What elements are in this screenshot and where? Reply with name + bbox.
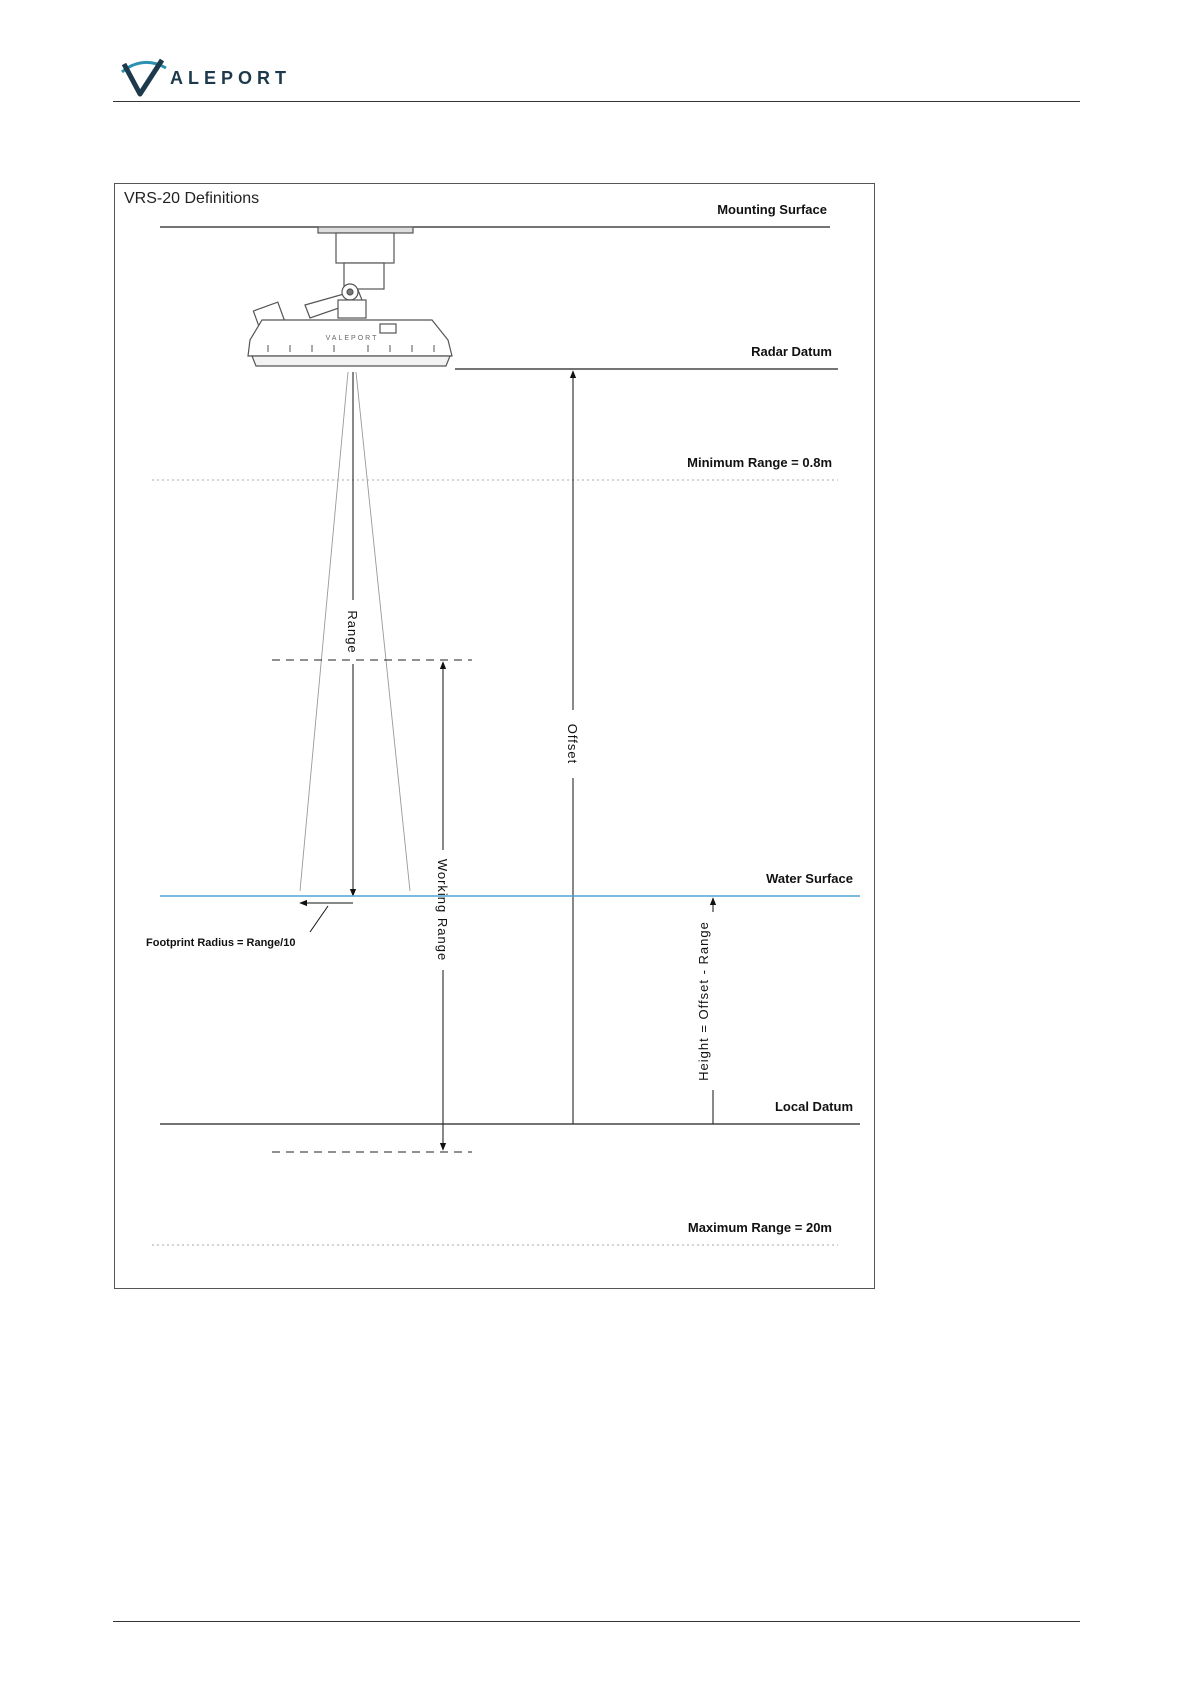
minimum-range-label: Minimum Range = 0.8m: [687, 455, 832, 470]
footprint-label: Footprint Radius = Range/10: [146, 937, 295, 949]
mount-bracket: [336, 233, 394, 263]
maximum-range-label: Maximum Range = 20m: [688, 1220, 832, 1235]
mounting-plate: [318, 227, 413, 233]
beam-left-edge: [300, 372, 348, 891]
local-datum-label: Local Datum: [775, 1099, 853, 1114]
radar-datum-label: Radar Datum: [751, 344, 832, 359]
mounting-surface-label: Mounting Surface: [717, 202, 827, 217]
range-label: Range: [345, 610, 360, 653]
footer-rule: [113, 1621, 1080, 1622]
working-range-label: Working Range: [435, 859, 450, 961]
radar-sensor: [248, 227, 452, 366]
height-label: Height = Offset - Range: [696, 921, 711, 1081]
sensor-label: VALEPORT: [326, 335, 379, 342]
offset-label: Offset: [565, 724, 580, 764]
beam-right-edge: [356, 372, 410, 891]
water-surface-label: Water Surface: [766, 871, 853, 886]
footprint-leader: [310, 906, 328, 932]
